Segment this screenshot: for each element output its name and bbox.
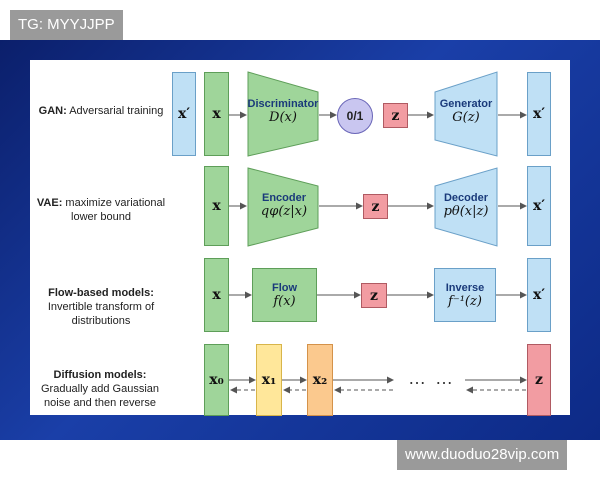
flow-label: Flow-based models: Invertible transform …: [34, 286, 168, 328]
watermark-bottom-right: www.duoduo28vip.com: [397, 440, 568, 470]
discriminator-label: Discriminator D(x): [244, 98, 322, 125]
inverse-title: Inverse: [445, 281, 485, 294]
gan-x-input: x: [204, 72, 229, 156]
decoder-label: Decoder pθ(x|z): [432, 192, 500, 219]
generator-shape: [434, 71, 498, 157]
vae-z: z: [363, 194, 388, 219]
flow-block: Flow f(x): [252, 268, 317, 322]
vae-label-bold: VAE:: [36, 197, 63, 209]
generator-formula: G(z): [452, 110, 480, 125]
diffusion-x0: x₀: [204, 344, 229, 416]
generator-label: Generator G(z): [432, 98, 500, 125]
encoder-title: Encoder: [261, 192, 306, 204]
gan-z: z: [383, 103, 408, 128]
inverse-formula: f⁻¹(z): [448, 293, 482, 309]
discriminator-title: Discriminator: [247, 98, 319, 110]
decoder-formula: pθ(x|z): [443, 204, 489, 219]
gan-label: GAN: Adversarial training: [36, 104, 166, 118]
inverse-block: Inverse f⁻¹(z): [434, 268, 496, 322]
flow-formula: f(x): [273, 293, 296, 309]
generator-title: Generator: [439, 98, 493, 110]
gan-label-rest: Adversarial training: [66, 105, 164, 117]
discriminator-shape: [247, 71, 319, 157]
flow-label-bold: Flow-based models:: [48, 287, 154, 299]
vae-x-prime-output: x′: [527, 166, 551, 246]
flow-x-prime-output: x′: [527, 258, 551, 332]
diffusion-label-rest: Gradually add Gaussian noise and then re…: [40, 383, 159, 409]
diffusion-label-bold: Diffusion models:: [53, 369, 147, 381]
vae-label: VAE: maximize variational lower bound: [36, 196, 166, 224]
diffusion-x2: x₂: [307, 344, 333, 416]
gan-x-prime-output: x′: [527, 72, 551, 156]
flow-z: z: [361, 283, 387, 308]
encoder-label: Encoder qφ(z|x): [246, 192, 322, 219]
vae-label-rest: maximize variational lower bound: [62, 197, 166, 223]
discriminator-formula: D(x): [269, 110, 297, 125]
gan-output-circle: 0/1: [337, 98, 373, 134]
flow-title: Flow: [271, 281, 298, 294]
diffusion-ellipsis: … …: [408, 368, 456, 388]
diffusion-label: Diffusion models: Gradually add Gaussian…: [30, 368, 170, 410]
watermark-top-left: TG: MYYJJPP: [10, 10, 123, 40]
decoder-title: Decoder: [443, 192, 489, 204]
diffusion-x1: x₁: [256, 344, 282, 416]
flow-x-input: x: [204, 258, 229, 332]
encoder-shape: [247, 167, 319, 247]
flow-label-rest: Invertible transform of distributions: [47, 301, 155, 327]
diffusion-z: z: [527, 344, 551, 416]
gan-x-prime-input: x′: [172, 72, 196, 156]
gan-label-bold: GAN:: [38, 105, 67, 117]
vae-x-input: x: [204, 166, 229, 246]
decoder-shape: [434, 167, 498, 247]
encoder-formula: qφ(z|x): [260, 204, 308, 219]
